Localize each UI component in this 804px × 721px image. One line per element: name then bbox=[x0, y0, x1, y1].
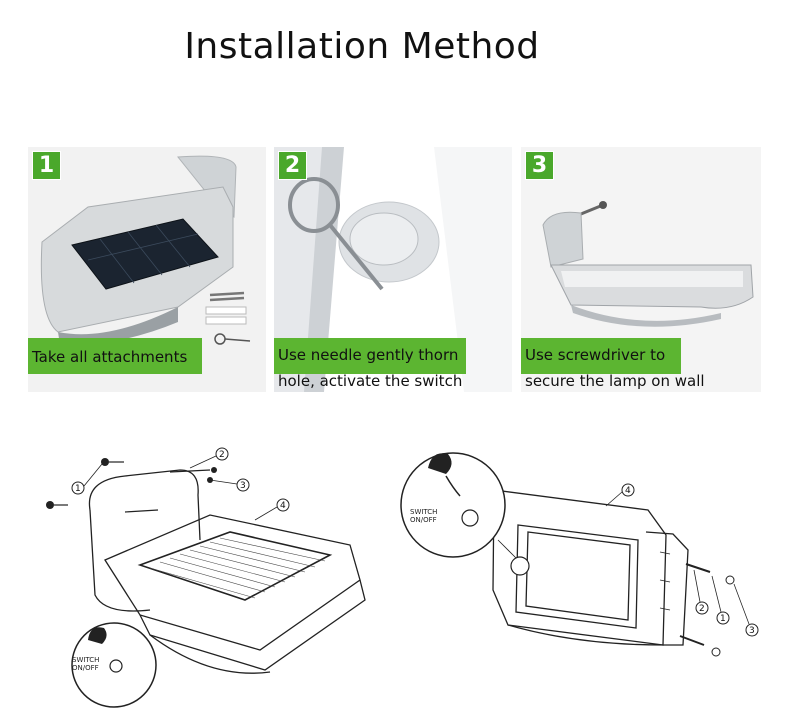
callout-number: 2 bbox=[219, 450, 225, 460]
step-caption: Use screwdriver to bbox=[525, 346, 666, 364]
step-caption: Use needle gently thorn bbox=[278, 346, 459, 364]
page-title: Installation Method bbox=[184, 26, 540, 67]
caption-bar bbox=[28, 338, 202, 374]
step-caption-line2: hole, activate the switch bbox=[278, 372, 463, 390]
callout-number: 1 bbox=[720, 614, 726, 624]
callout-number: 4 bbox=[280, 501, 286, 511]
callout-number: 2 bbox=[699, 604, 705, 614]
step-number-badge: 3 bbox=[525, 151, 554, 180]
wall-mount-diagram: 4 2 1 3 SWITCH ON/OFF bbox=[400, 452, 759, 657]
step-1-panel: 1 Take all attachments bbox=[28, 147, 266, 392]
switch-label: ON/OFF bbox=[72, 664, 99, 672]
callout-number: 3 bbox=[749, 626, 755, 636]
exploded-view-diagram: 1 2 3 4 SWITCH ON/OFF bbox=[46, 447, 366, 708]
callout-number: 3 bbox=[240, 481, 246, 491]
switch-label: SWITCH bbox=[72, 656, 99, 664]
switch-label: ON/OFF bbox=[410, 516, 437, 524]
callout-number: 4 bbox=[625, 486, 631, 496]
switch-label: SWITCH bbox=[410, 508, 437, 516]
callout-number: 1 bbox=[75, 484, 81, 494]
step-caption-line2: secure the lamp on wall bbox=[525, 372, 705, 390]
caption-bar bbox=[521, 338, 681, 374]
step-2-panel: 2 Use needle gently thorn hole, activate… bbox=[274, 147, 512, 392]
step-3-panel: 3 Use screwdriver to secure the lamp on … bbox=[521, 147, 761, 392]
step-number-badge: 1 bbox=[32, 151, 61, 180]
caption-bar bbox=[274, 338, 466, 374]
step-number-badge: 2 bbox=[278, 151, 307, 180]
step-caption: Take all attachments bbox=[32, 348, 188, 366]
